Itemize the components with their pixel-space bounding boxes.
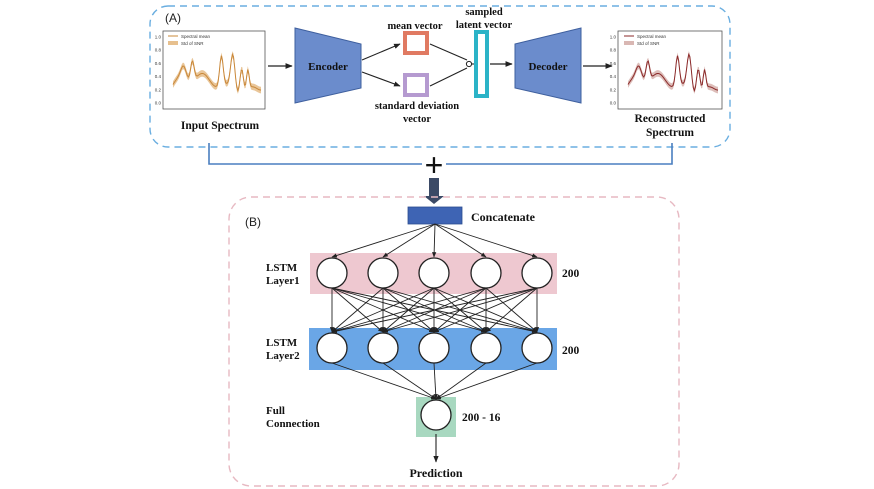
lstm-layer1-neuron [367,257,399,289]
input-spectrum-plot: 1.0 0.8 0.6 0.4 0.2 0.0 Spectral mean Std of … [155,30,266,110]
y-tick-label: 0.4 [155,74,162,79]
lstm-layer1-neuron [316,257,348,289]
decoder-block [514,27,582,104]
full-connection-units: 200 - 16 [462,412,501,424]
panel-b-label: (B) [245,215,261,229]
decoder-label: Decoder [528,61,567,73]
lstm-layer1-units: 200 [562,268,580,280]
input-spectrum-mean-line [172,52,262,93]
y-tick-label: 1.0 [610,35,617,40]
combine-symbol: + [425,147,444,183]
concatenate-block [407,206,463,225]
y-tick-label: 1.0 [155,35,162,40]
std-vector-box [403,73,429,97]
down-arrow-icon [424,178,444,204]
network-connections [329,223,540,400]
full-connection-neuron [420,399,452,431]
y-tick-label: 0.0 [610,101,617,106]
y-tick-label: 0.6 [610,61,617,66]
reconstructed-spectrum-plot: 1.0 0.8 0.6 0.4 0.2 0.0 Spectral mean Std of … [610,30,723,110]
lstm-layer2-neuron [367,332,399,364]
full-connection-label-2: Connection [266,418,320,430]
mean-vector-box [403,31,429,55]
y-tick-label: 0.6 [155,61,162,66]
panel-a-frame [149,5,731,148]
latent-vector-label-2: latent vector [456,20,513,31]
input-spectrum-caption: Input Spectrum [181,120,260,132]
output-legend-std: Std of SNR [637,41,660,46]
y-tick-label: 0.8 [610,48,617,53]
sampling-node [465,60,473,68]
concatenate-label: Concatenate [471,210,536,224]
lstm-layer1-neuron [470,257,502,289]
full-connection-label-1: Full [266,405,285,417]
encoder-block [294,27,362,104]
reconstructed-caption-1: Reconstructed [635,113,707,125]
latent-vector-box [474,30,489,98]
lstm-layer2-neuron [521,332,553,364]
lstm-layer2-neuron [316,332,348,364]
reconstructed-caption-2: Spectrum [646,127,694,139]
lstm-layer1-label-2: Layer1 [266,275,300,287]
y-tick-label: 0.4 [610,74,617,79]
std-vector-label-2: vector [403,114,431,125]
lstm-layer1-neuron [418,257,450,289]
combine-symbol-bg [422,150,446,178]
mean-vector-label: mean vector [387,21,442,32]
panel-a-label: (A) [165,11,181,25]
y-tick-label: 0.8 [155,48,162,53]
lstm-layer2-neuron [470,332,502,364]
output-legend-mean: Spectral mean [637,34,667,39]
prediction-label: Prediction [409,466,462,480]
latent-vector-label-1: sampled [465,7,503,18]
lstm-layer2-units: 200 [562,345,580,357]
lstm-layer1-label-1: LSTM [266,262,298,274]
input-legend-std: Std of SNR [181,41,204,46]
y-tick-label: 0.2 [155,87,162,92]
y-tick-label: 0.0 [155,101,162,106]
y-tick-label: 0.2 [610,87,617,92]
input-legend-mean: Spectral mean [181,34,211,39]
lstm-layer1-neuron [521,257,553,289]
encoder-label: Encoder [308,61,348,73]
reconstructed-spectrum-mean-line [627,52,719,93]
lstm-layer2-label-2: Layer2 [266,350,300,362]
lstm-layer2-label-1: LSTM [266,337,298,349]
lstm-layer2-neuron [418,332,450,364]
std-vector-label-1: standard deviation [375,101,459,112]
